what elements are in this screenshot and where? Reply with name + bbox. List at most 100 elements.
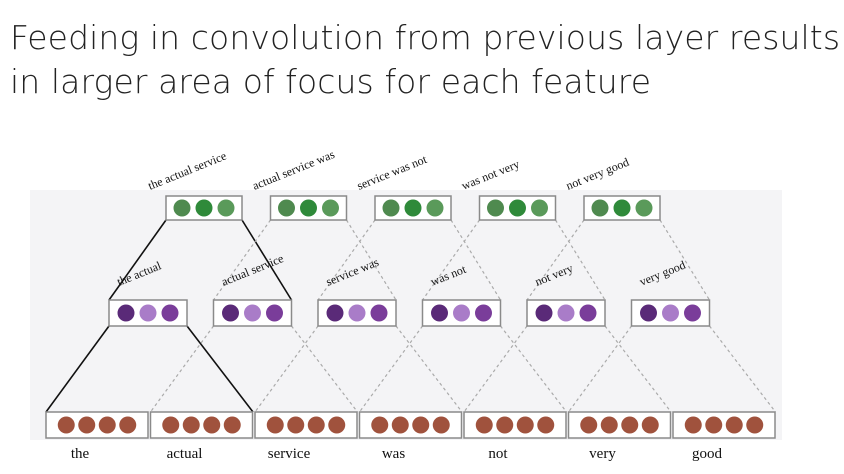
word-label: good bbox=[692, 446, 723, 462]
node bbox=[391, 416, 409, 434]
node bbox=[404, 199, 422, 217]
node bbox=[516, 416, 534, 434]
focus-line bbox=[45, 325, 110, 413]
word-label: actual bbox=[167, 446, 203, 462]
word-label: service bbox=[268, 446, 311, 462]
node bbox=[278, 199, 295, 217]
node bbox=[370, 304, 388, 322]
dashed-connection-line bbox=[659, 219, 711, 301]
node bbox=[579, 304, 597, 322]
node bbox=[371, 416, 389, 434]
bigram-node-box bbox=[526, 299, 606, 327]
word-node-box bbox=[358, 411, 463, 439]
node bbox=[300, 199, 317, 217]
bigram-node-box bbox=[630, 299, 711, 327]
dashed-connection-line bbox=[317, 219, 376, 301]
trigram-label: not very good bbox=[564, 155, 631, 193]
node bbox=[195, 199, 213, 217]
node bbox=[78, 416, 96, 434]
node bbox=[746, 416, 764, 434]
slide-title-line-2: in larger area of focus for each feature bbox=[10, 62, 652, 101]
trigram-label: the actual service bbox=[146, 149, 228, 193]
node bbox=[287, 416, 305, 434]
node bbox=[591, 199, 609, 217]
node bbox=[641, 416, 659, 434]
node bbox=[139, 304, 157, 322]
node bbox=[475, 304, 492, 322]
node bbox=[431, 304, 448, 322]
dashed-connection-line bbox=[345, 219, 397, 301]
node bbox=[266, 416, 284, 434]
node bbox=[537, 416, 555, 434]
focus-line bbox=[186, 325, 254, 413]
node bbox=[217, 199, 235, 217]
node bbox=[621, 416, 639, 434]
word-node-box bbox=[567, 411, 672, 439]
node bbox=[531, 199, 548, 217]
slide-title-line-1: Feeding in convolution from previous lay… bbox=[10, 18, 841, 57]
node bbox=[684, 416, 702, 434]
dashed-connection-line bbox=[450, 219, 502, 301]
word-label: was bbox=[382, 446, 405, 462]
trigram-label: actual service was bbox=[250, 147, 336, 193]
focus-line bbox=[108, 219, 167, 301]
node bbox=[244, 304, 261, 322]
dashed-connection-line bbox=[709, 325, 776, 413]
node bbox=[684, 304, 701, 322]
node bbox=[412, 416, 430, 434]
node bbox=[162, 416, 180, 434]
dashed-connection-line bbox=[526, 219, 585, 301]
node bbox=[161, 304, 179, 322]
node bbox=[580, 416, 598, 434]
node bbox=[432, 416, 450, 434]
word-node-box bbox=[45, 411, 149, 439]
dashed-connection-line bbox=[395, 325, 463, 413]
word-node-box bbox=[672, 411, 776, 439]
trigram-node-box bbox=[165, 195, 243, 221]
node bbox=[557, 304, 575, 322]
word-label: very bbox=[589, 446, 616, 462]
node bbox=[222, 304, 239, 322]
node bbox=[266, 304, 283, 322]
node bbox=[509, 199, 526, 217]
trigram-node-box bbox=[478, 195, 557, 221]
bigram-node-box bbox=[108, 299, 188, 327]
trigram-node-box bbox=[374, 195, 452, 221]
node bbox=[662, 304, 679, 322]
node bbox=[453, 304, 470, 322]
word-label: not bbox=[488, 446, 508, 462]
node bbox=[307, 416, 325, 434]
node bbox=[326, 304, 344, 322]
dashed-connection-line bbox=[500, 325, 567, 413]
dashed-connection-line bbox=[554, 219, 606, 301]
dashed-connection-line bbox=[213, 219, 271, 301]
dashed-connection-line bbox=[422, 219, 480, 301]
node bbox=[475, 416, 493, 434]
word-node-box bbox=[149, 411, 254, 439]
connection-lines bbox=[45, 219, 776, 413]
node bbox=[182, 416, 200, 434]
node bbox=[725, 416, 743, 434]
node bbox=[98, 416, 116, 434]
bigram-node-box bbox=[212, 299, 293, 327]
word-node-box bbox=[254, 411, 358, 439]
node bbox=[496, 416, 514, 434]
trigram-label: service was not bbox=[355, 152, 429, 193]
node bbox=[117, 304, 135, 322]
node bbox=[223, 416, 241, 434]
node bbox=[426, 199, 444, 217]
node bbox=[705, 416, 723, 434]
node bbox=[173, 199, 191, 217]
node bbox=[119, 416, 137, 434]
node bbox=[348, 304, 366, 322]
node bbox=[487, 199, 504, 217]
node bbox=[635, 199, 653, 217]
bigram-node-box bbox=[421, 299, 502, 327]
bigram-node-box bbox=[317, 299, 397, 327]
node bbox=[57, 416, 75, 434]
node bbox=[328, 416, 346, 434]
node bbox=[613, 199, 631, 217]
slide-title: Feeding in convolution from previous lay… bbox=[10, 16, 840, 104]
